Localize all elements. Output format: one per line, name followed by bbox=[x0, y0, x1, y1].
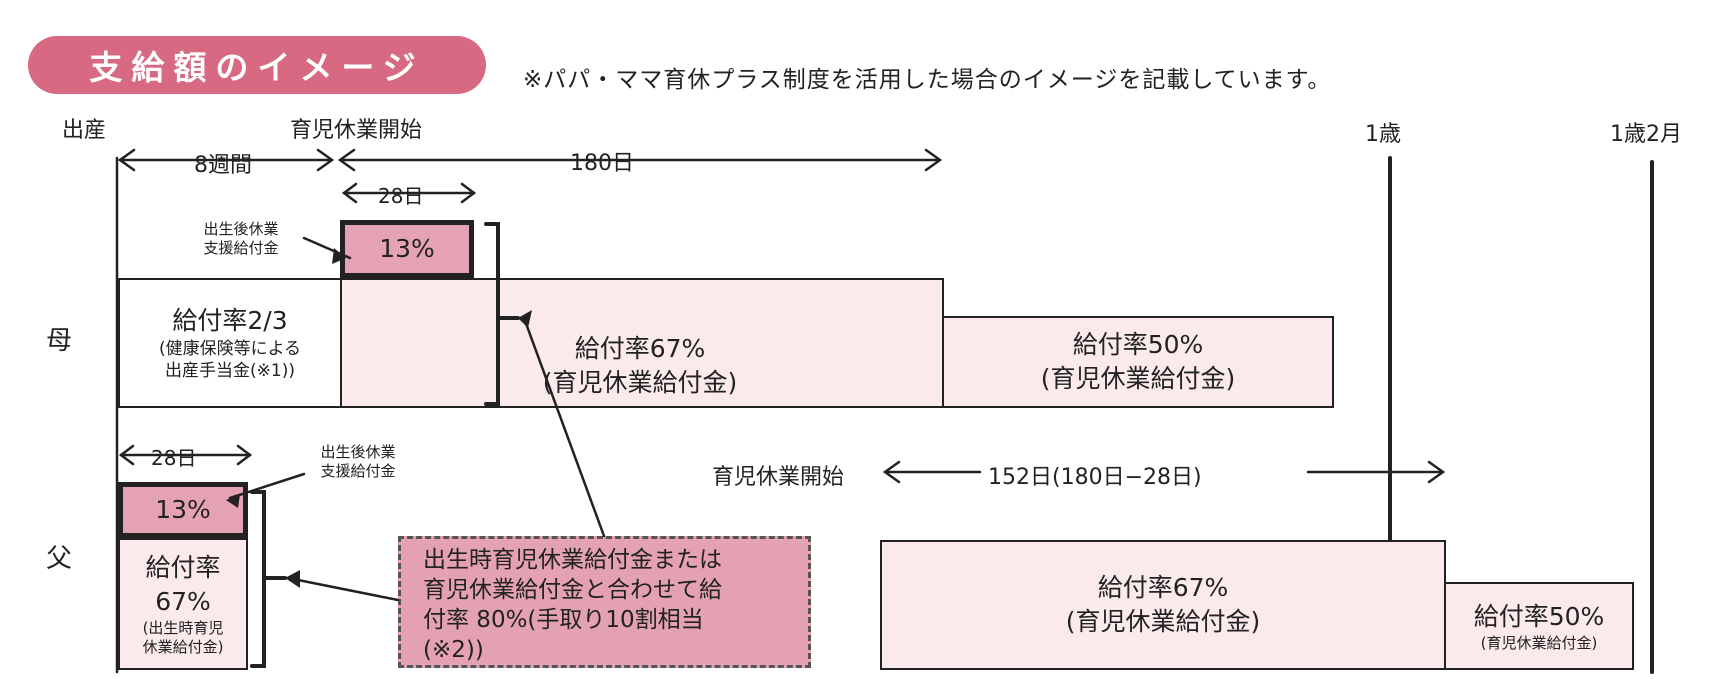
label-birth: 出産 bbox=[62, 118, 107, 143]
father-support-label-2: 支援給付金 bbox=[320, 462, 396, 480]
row-label-mother: 母 bbox=[46, 326, 73, 356]
mother-support-label-2: 支援給付金 bbox=[203, 239, 279, 257]
mother-bracket bbox=[484, 222, 500, 406]
mother-childcare50-rate: 給付率50% bbox=[1072, 330, 1204, 359]
mother-childcare67-text: 給付率67% (育児休業給付金) bbox=[520, 332, 760, 400]
father-support-label-1: 出生後休業 bbox=[320, 443, 396, 461]
father-support-rate: 13% bbox=[155, 495, 211, 524]
arrowhead-180-right bbox=[924, 148, 943, 172]
father-birth-rate-2: 67% bbox=[155, 587, 211, 616]
label-152-days: 152日(180日−28日) bbox=[988, 465, 1202, 490]
combined-rate-callout: 出生時育児休業給付金または 育児休業給付金と合わせて給 付率 80%(手取り10… bbox=[398, 536, 811, 668]
label-age-1: 1歳 bbox=[1365, 122, 1401, 147]
arrowhead-8-weeks-left bbox=[117, 148, 136, 172]
father-birth-box: 給付率 67% (出生時育児 休業給付金) bbox=[118, 538, 248, 670]
label-28-days-father: 28日 bbox=[148, 442, 200, 471]
label-28-days-mother: 28日 bbox=[375, 180, 427, 209]
mother-maternity-rate: 給付率2/3 bbox=[172, 306, 288, 335]
mother-support-label: 出生後休業 支援給付金 bbox=[186, 220, 296, 258]
father-birth-name-2: 休業給付金) bbox=[142, 638, 224, 656]
callout-line-2: 育児休業給付金と合わせて給 bbox=[423, 577, 722, 603]
father-birth-rate-1: 給付率 bbox=[145, 553, 221, 582]
father-birth-name-1: (出生時育児 bbox=[142, 619, 224, 637]
arrowhead-8-weeks-right bbox=[316, 148, 335, 172]
father-childcare50-name: (育児休業給付金) bbox=[1480, 633, 1598, 652]
mother-childcare67-box bbox=[340, 278, 944, 408]
mother-support-rate: 13% bbox=[379, 234, 435, 263]
father-bracket bbox=[250, 490, 266, 668]
father-childcare50-box: 給付率50% (育児休業給付金) bbox=[1444, 582, 1634, 670]
father-childcare67-name: (育児休業給付金) bbox=[1065, 607, 1261, 636]
mother-support-box: 13% bbox=[340, 220, 474, 278]
father-support-label: 出生後休業 支援給付金 bbox=[302, 443, 414, 481]
mother-childcare50-box: 給付率50% (育児休業給付金) bbox=[942, 316, 1334, 408]
father-support-box: 13% bbox=[118, 482, 248, 538]
mother-childcare67-name: (育児休業給付金) bbox=[542, 368, 738, 397]
mother-childcare50-name: (育児休業給付金) bbox=[1040, 364, 1236, 393]
label-8-weeks: 8週間 bbox=[190, 147, 256, 179]
father-childcare67-box: 給付率67% (育児休業給付金) bbox=[880, 540, 1446, 670]
row-label-father: 父 bbox=[46, 544, 73, 574]
father-childcare67-rate: 給付率67% bbox=[1097, 573, 1229, 602]
callout-pointer-father bbox=[296, 578, 400, 602]
mother-support-pointer bbox=[302, 236, 352, 260]
father-childcare50-rate: 給付率50% bbox=[1473, 601, 1605, 631]
callout-line-3: 付率 80%(手取り10割相当 bbox=[423, 607, 704, 633]
label-father-leave-start: 育児休業開始 bbox=[712, 465, 845, 490]
section-title-badge: 支給額のイメージ bbox=[28, 36, 486, 94]
label-age-1-2: 1歳2月 bbox=[1610, 122, 1682, 147]
callout-line-4: (※2)) bbox=[423, 637, 484, 663]
label-leave-start: 育児休業開始 bbox=[290, 118, 423, 143]
mother-support-label-1: 出生後休業 bbox=[203, 220, 279, 238]
arrowhead-180-left bbox=[337, 148, 356, 172]
mother-maternity-box: 給付率2/3 (健康保険等による 出産手当金(※1)) bbox=[118, 278, 342, 408]
header-note: ※パパ・ママ育休プラス制度を活用した場合のイメージを記載しています。 bbox=[523, 67, 1332, 93]
father-support-pointer bbox=[228, 472, 306, 500]
mother-maternity-note-1: (健康保険等による bbox=[158, 339, 302, 359]
callout-pointer-mother bbox=[522, 316, 606, 538]
mother-childcare67-rate: 給付率67% bbox=[574, 334, 706, 363]
callout-line-1: 出生時育児休業給付金または bbox=[423, 547, 722, 573]
mother-maternity-note-2: 出産手当金(※1)) bbox=[165, 361, 295, 381]
